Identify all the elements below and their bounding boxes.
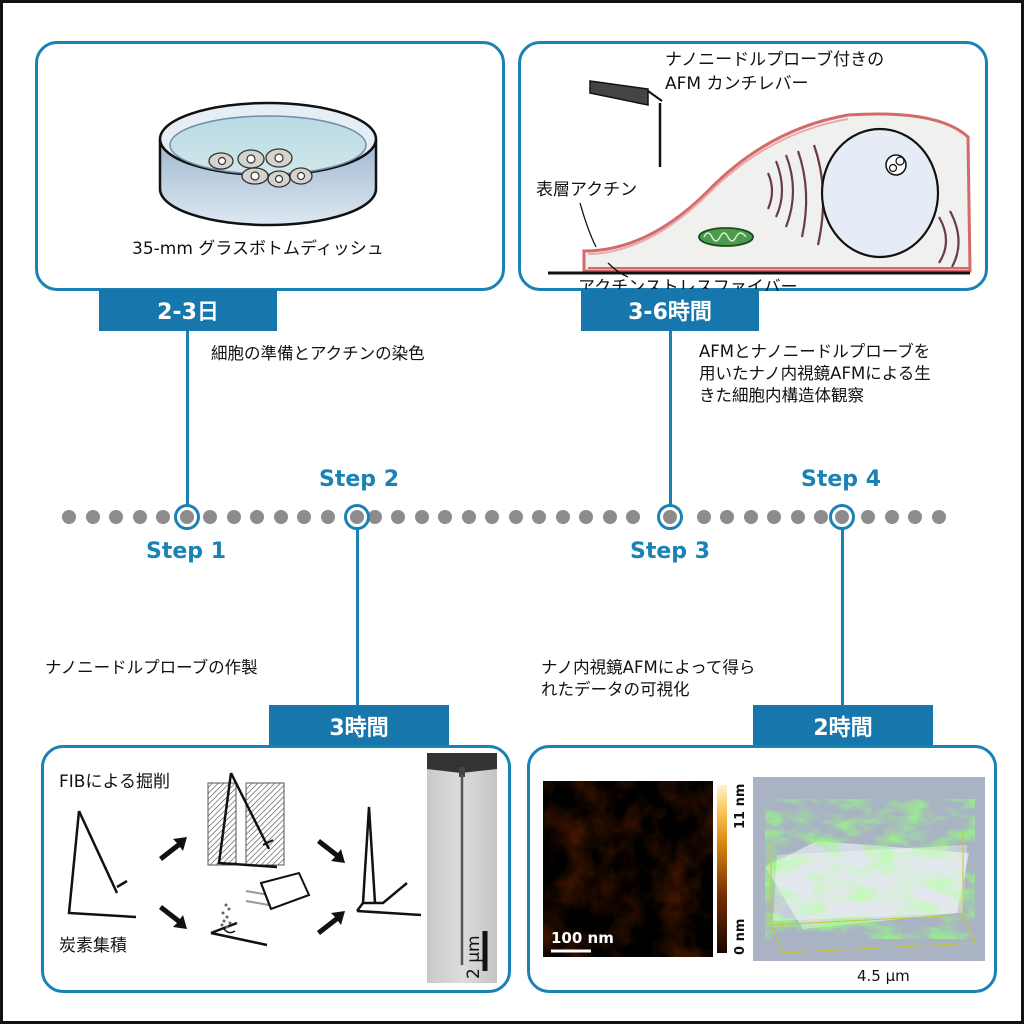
timeline-dot xyxy=(720,510,734,524)
timeline-dot xyxy=(884,510,899,524)
timeline-dot xyxy=(767,510,781,524)
duration-tab-step2: 3時間 xyxy=(269,705,449,747)
step3-marker xyxy=(657,504,683,530)
timeline-dot xyxy=(602,510,617,524)
timeline-dot xyxy=(438,510,452,524)
timeline-dot xyxy=(861,510,875,524)
cantilever-label-2: AFM カンチレバー xyxy=(665,74,808,94)
afm-colorbar xyxy=(717,785,727,953)
description-step4: ナノ内視鏡AFMによって得ら れたデータの可視化 xyxy=(541,658,756,699)
connector-step3 xyxy=(669,331,672,505)
step4-marker xyxy=(829,504,855,530)
arrow-icon xyxy=(317,839,345,863)
connector-step4 xyxy=(841,529,844,705)
timeline-dot xyxy=(62,510,76,524)
timeline-dot xyxy=(461,510,476,524)
carbon-label: 炭素集積 xyxy=(59,936,127,956)
timeline-dot xyxy=(273,510,288,524)
description-step1: 細胞の準備とアクチンの染色 xyxy=(211,344,425,363)
step1-marker xyxy=(174,504,200,530)
timeline-dot xyxy=(908,510,922,524)
timeline-dot xyxy=(156,510,170,524)
step1-label: Step 1 xyxy=(146,539,226,564)
connector-step1 xyxy=(186,331,189,505)
duration-tab-step1: 2-3日 xyxy=(99,289,277,331)
description-step2: ナノニードルプローブの作製 xyxy=(45,658,258,677)
timeline-dot xyxy=(626,510,640,524)
cell-panel: ナノニードルプローブ付きの AFM カンチレバー xyxy=(518,41,988,291)
step4-label: Step 4 xyxy=(801,467,881,492)
timeline-dot xyxy=(297,510,311,524)
probe-fabrication-illustration: FIBによる掘削 炭素集積 xyxy=(59,753,497,983)
timeline-dot xyxy=(226,510,241,524)
timeline-dot xyxy=(743,510,758,524)
timeline-dot xyxy=(814,510,828,524)
duration-tab-step4: 2時間 xyxy=(753,705,933,747)
timeline-dot xyxy=(579,510,593,524)
fib-label: FIBによる掘削 xyxy=(59,772,170,792)
duration-tab-step3: 3-6時間 xyxy=(581,289,759,331)
sem-scale-label: 2 µm xyxy=(464,935,484,979)
connector-step2 xyxy=(356,529,359,705)
timeline-dot xyxy=(485,510,499,524)
timeline-dot xyxy=(109,510,123,524)
timeline-dot xyxy=(508,510,523,524)
description-step3: AFMとナノニードルプローブを 用いたナノ内視鏡AFMによる生 きた細胞内構造体… xyxy=(699,342,931,405)
timeline-dot xyxy=(391,510,405,524)
arrow-icon xyxy=(159,905,187,929)
step3-label: Step 3 xyxy=(630,539,710,564)
data-visualization: 100 nm 11 nm 0 nm 4.5 µm xyxy=(543,777,985,985)
colorbar-max-label: 11 nm xyxy=(733,784,748,829)
step2-marker xyxy=(344,504,370,530)
cell-illustration: ナノニードルプローブ付きの AFM カンチレバー xyxy=(536,49,972,291)
afm-scale-label: 100 nm xyxy=(551,929,614,947)
timeline-dot xyxy=(250,510,264,524)
timeline-dot xyxy=(85,510,100,524)
data-panel: 100 nm 11 nm 0 nm 4.5 µm xyxy=(527,745,997,993)
timeline-dot xyxy=(367,510,382,524)
timeline-dot xyxy=(203,510,217,524)
cantilever-label-1: ナノニードルプローブ付きの xyxy=(665,49,884,70)
dish-panel: 35-mm グラスボトムディッシュ xyxy=(35,41,505,291)
timeline-dot xyxy=(414,510,429,524)
cortex-label: 表層アクチン xyxy=(536,180,637,200)
timeline-dot xyxy=(931,510,946,524)
timeline-dot xyxy=(320,510,335,524)
colorbar-min-label: 0 nm xyxy=(733,919,748,955)
timeline-dot xyxy=(790,510,805,524)
timeline-dot xyxy=(555,510,570,524)
step2-label: Step 2 xyxy=(319,467,399,492)
nucleus-icon xyxy=(820,127,940,259)
arrow-icon xyxy=(317,911,345,935)
volume-width-label: 4.5 µm xyxy=(857,967,910,985)
probe-panel: FIBによる掘削 炭素集積 xyxy=(41,745,511,993)
cantilever-icon xyxy=(589,80,649,106)
dish-caption: 35-mm グラスボトムディッシュ xyxy=(132,238,384,259)
timeline-dot xyxy=(532,510,546,524)
arrow-icon xyxy=(159,837,187,861)
timeline-dot xyxy=(132,510,147,524)
mitochondrion-icon xyxy=(698,227,754,247)
fiber-label: アクチンストレスファイバー xyxy=(578,277,797,291)
glass-bottom-dish-illustration: 35-mm グラスボトムディッシュ xyxy=(132,101,384,259)
timeline-dot xyxy=(696,510,711,524)
